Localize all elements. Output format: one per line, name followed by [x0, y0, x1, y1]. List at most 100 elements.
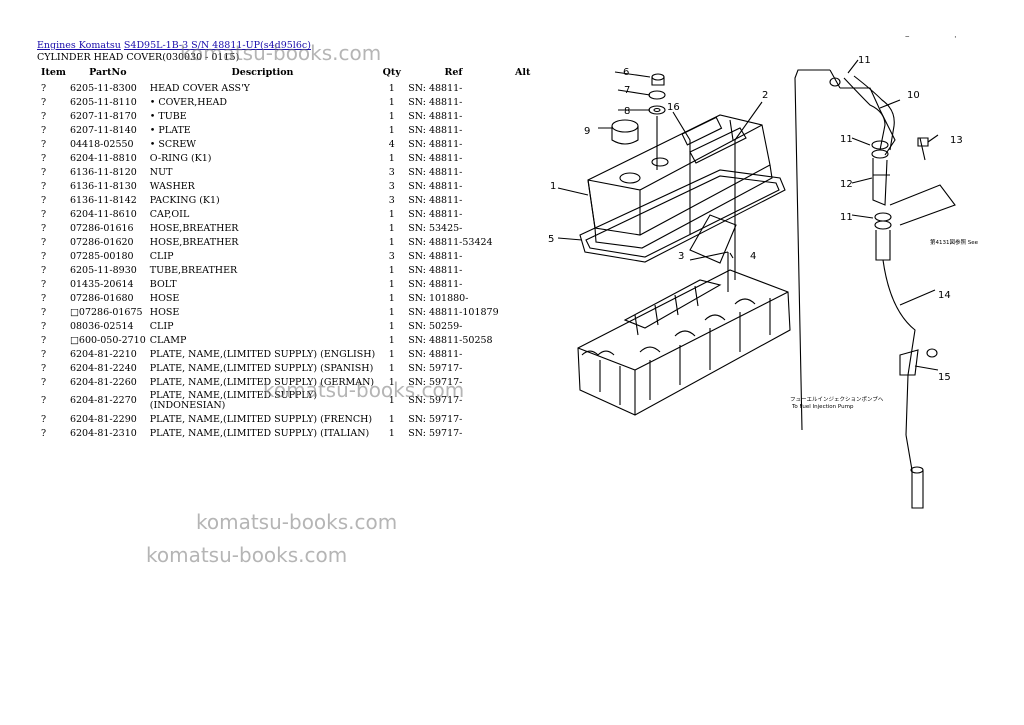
cell-item: ? — [41, 413, 47, 425]
cell-alt — [501, 426, 545, 440]
breadcrumb-link-model[interactable]: S4D95L-1B-3 S/N 48811-UP(s4d95l6c) — [123, 40, 311, 51]
cell-qty: 1 — [388, 82, 395, 94]
cell-ref: SN: 48811- — [408, 348, 463, 360]
cell-ref: SN: 101880- — [408, 292, 469, 304]
cell-qty: 1 — [388, 320, 395, 332]
cell-alt — [501, 375, 545, 389]
table-header-row: Item PartNo Description Qty Ref Alt — [36, 66, 545, 81]
cell-qty: 1 — [388, 96, 395, 108]
callout-label: 14 — [938, 290, 951, 301]
cell-qty: 1 — [388, 306, 395, 318]
cell-alt — [501, 179, 545, 193]
cell-description: PLATE, NAME,(LIMITED SUPPLY) (GERMAN) — [149, 376, 375, 388]
cell-ref: SN: 48811- — [408, 264, 463, 276]
cell-alt — [501, 305, 545, 319]
cell-ref: SN: 48811-53424 — [408, 236, 493, 248]
cell-item: ? — [41, 395, 47, 406]
cell-alt — [501, 347, 545, 361]
cell-ref: SN: 59717- — [408, 427, 463, 439]
table-row: ? 6204-81-2290 PLATE, NAME,(LIMITED SUPPLY… — [36, 412, 545, 426]
cell-partno: 6204-81-2240 — [69, 362, 137, 374]
cell-alt — [501, 389, 545, 412]
cell-item: ? — [41, 96, 47, 108]
cell-alt — [501, 319, 545, 333]
cell-item: ? — [41, 124, 47, 136]
cell-partno: 07286-01620 — [69, 236, 134, 248]
cell-ref: SN: 50259- — [408, 320, 463, 332]
cell-description: HOSE,BREATHER — [149, 236, 239, 248]
header-description: Description — [231, 67, 294, 78]
cell-ref: SN: 48811- — [408, 180, 463, 192]
cell-ref: SN: 59717- — [408, 362, 463, 374]
oil-cap-drawing — [611, 119, 639, 133]
cell-qty: 1 — [388, 278, 395, 290]
header-alt: Alt — [514, 67, 531, 78]
cell-qty: 1 — [388, 152, 395, 164]
cell-ref: SN: 48811- — [408, 110, 463, 122]
breather-tube-drawing — [872, 158, 890, 206]
cell-description: CLIP — [149, 250, 174, 262]
cell-ref: SN: 59717- — [408, 413, 463, 425]
header-partno: PartNo — [89, 67, 127, 78]
cell-partno: 6204-81-2260 — [69, 376, 137, 388]
cell-partno: 07286-01680 — [69, 292, 134, 304]
callout-label: 2 — [762, 90, 768, 101]
cell-qty: 1 — [388, 208, 395, 220]
cell-item: ? — [41, 82, 47, 94]
cell-description: PACKING (K1) — [149, 194, 220, 206]
cell-description: PLATE, NAME,(LIMITED SUPPLY) (INDONESIAN… — [149, 389, 318, 411]
cell-item: ? — [41, 427, 47, 439]
cell-alt — [501, 277, 545, 291]
cell-description: • PLATE — [149, 124, 191, 136]
cell-partno: 6205-11-8110 — [69, 96, 137, 108]
cell-description: • SCREW — [149, 138, 197, 150]
cell-ref: SN: 48811- — [408, 166, 463, 178]
cell-qty: 1 — [388, 395, 395, 406]
cell-alt — [501, 333, 545, 347]
cell-partno: 07285-00180 — [69, 250, 134, 262]
cell-alt — [501, 249, 545, 263]
cell-description: NUT — [149, 166, 173, 178]
cell-item: ? — [41, 250, 47, 262]
gasket-drawing — [579, 169, 786, 263]
callout-label: 7 — [624, 85, 630, 96]
cell-description: PLATE, NAME,(LIMITED SUPPLY) (FRENCH) — [149, 413, 373, 425]
page-subtitle: CYLINDER HEAD COVER(030030 - 0115) — [37, 52, 240, 63]
cell-qty: 1 — [388, 236, 395, 248]
cell-qty: 4 — [388, 138, 395, 150]
cell-item: ? — [41, 334, 47, 346]
watermark: komatsu-books.com — [146, 543, 348, 567]
cell-ref: SN: 48811- — [408, 96, 463, 108]
header-item: Item — [41, 67, 66, 78]
cell-partno: 6204-81-2290 — [69, 413, 137, 425]
cell-partno: 6204-81-2210 — [69, 348, 137, 360]
cell-qty: 1 — [388, 348, 395, 360]
cell-item: ? — [41, 166, 47, 178]
callout-label: 13 — [950, 135, 963, 146]
cell-ref: SN: 48811- — [408, 82, 463, 94]
cell-description: HEAD COVER ASS'Y — [149, 82, 250, 94]
cell-description: • TUBE — [149, 110, 187, 122]
breadcrumb-link-engines[interactable]: Engines Komatsu — [37, 40, 121, 51]
cell-item: ? — [41, 264, 47, 276]
cell-partno: □600-050-2710 — [69, 334, 146, 346]
cell-qty: 3 — [388, 250, 395, 262]
cell-description: WASHER — [149, 180, 195, 192]
cell-description: CAP,OIL — [149, 208, 190, 220]
cell-qty: 3 — [388, 194, 395, 206]
head-cover-drawing — [587, 114, 773, 249]
callout-label: 3 — [678, 251, 684, 262]
cell-alt — [501, 235, 545, 249]
cell-item: ? — [41, 348, 47, 360]
cell-item: ? — [41, 180, 47, 192]
cell-alt — [501, 207, 545, 221]
cell-alt — [501, 291, 545, 305]
